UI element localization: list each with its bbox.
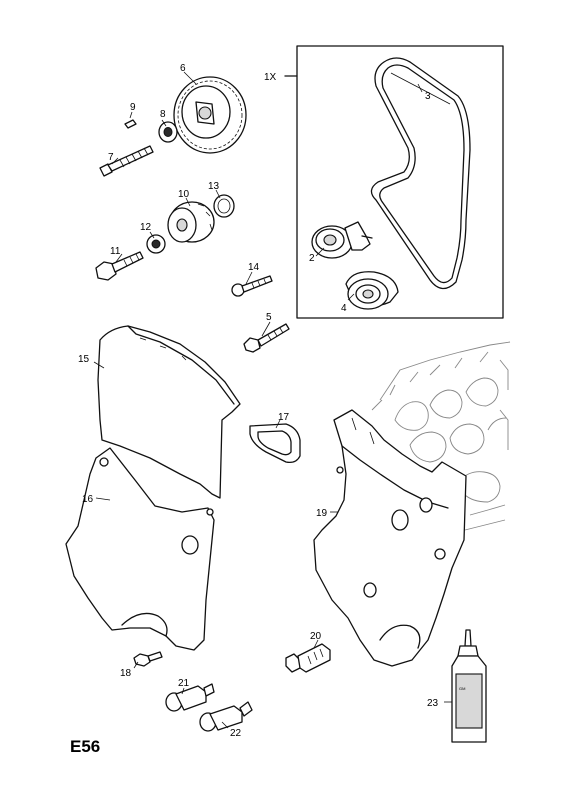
gasket: [249, 423, 301, 464]
belt-kit-box: [284, 45, 504, 319]
crankshaft-sprocket: [167, 201, 215, 243]
callout-4: 4: [341, 303, 347, 314]
callout-18: 18: [120, 668, 132, 679]
bolt-14: [231, 275, 273, 297]
rear-timing-cover: [313, 409, 467, 667]
stud-bolt-20: [285, 643, 331, 673]
callout-17: 17: [278, 412, 290, 423]
camshaft-sprocket: [173, 76, 247, 154]
callout-labels: 1X 3 2 4 6 9 8 7 10 13 12 11 14 5 15 17 …: [78, 63, 439, 739]
callout-10: 10: [178, 189, 190, 200]
callout-22: 22: [230, 728, 242, 739]
sealant-bottle: GM: [451, 629, 487, 743]
callout-7: 7: [108, 152, 114, 163]
callout-16: 16: [82, 494, 94, 505]
seal-ring: [213, 194, 235, 218]
callout-8: 8: [160, 109, 166, 120]
bottle-label-text: GM: [459, 686, 465, 691]
lower-timing-cover: [65, 447, 215, 651]
washer-8: [158, 121, 178, 143]
callout-20: 20: [310, 631, 322, 642]
callout-13: 13: [208, 181, 220, 192]
washer-12: [146, 234, 166, 254]
camshaft-bolt: [99, 145, 154, 177]
bolt-18: [133, 651, 163, 667]
belt-tensioner: [311, 221, 373, 259]
callout-6: 6: [180, 63, 186, 74]
callout-21: 21: [178, 678, 190, 689]
callout-12: 12: [140, 222, 152, 233]
idler-pulley: [345, 271, 399, 310]
upper-timing-cover: [97, 325, 241, 499]
callout-23: 23: [427, 698, 439, 709]
callout-2: 2: [309, 253, 315, 264]
bolt-5: [243, 323, 290, 353]
crankshaft-bolt: [95, 251, 144, 281]
dowel-pin: [124, 119, 137, 129]
callout-19: 19: [316, 508, 328, 519]
callout-15: 15: [78, 354, 90, 365]
stud-bolt-22: [199, 701, 253, 732]
callout-3: 3: [425, 91, 431, 102]
diagram-code: E56: [70, 737, 100, 756]
callout-14: 14: [248, 262, 260, 273]
callout-11: 11: [110, 246, 121, 257]
timing-belt: [370, 57, 471, 290]
callout-5: 5: [266, 312, 272, 323]
leader-lines: [93, 71, 452, 729]
callout-9: 9: [130, 102, 136, 113]
stud-bolt-21: [165, 683, 215, 712]
kit-label: 1X: [264, 72, 277, 83]
